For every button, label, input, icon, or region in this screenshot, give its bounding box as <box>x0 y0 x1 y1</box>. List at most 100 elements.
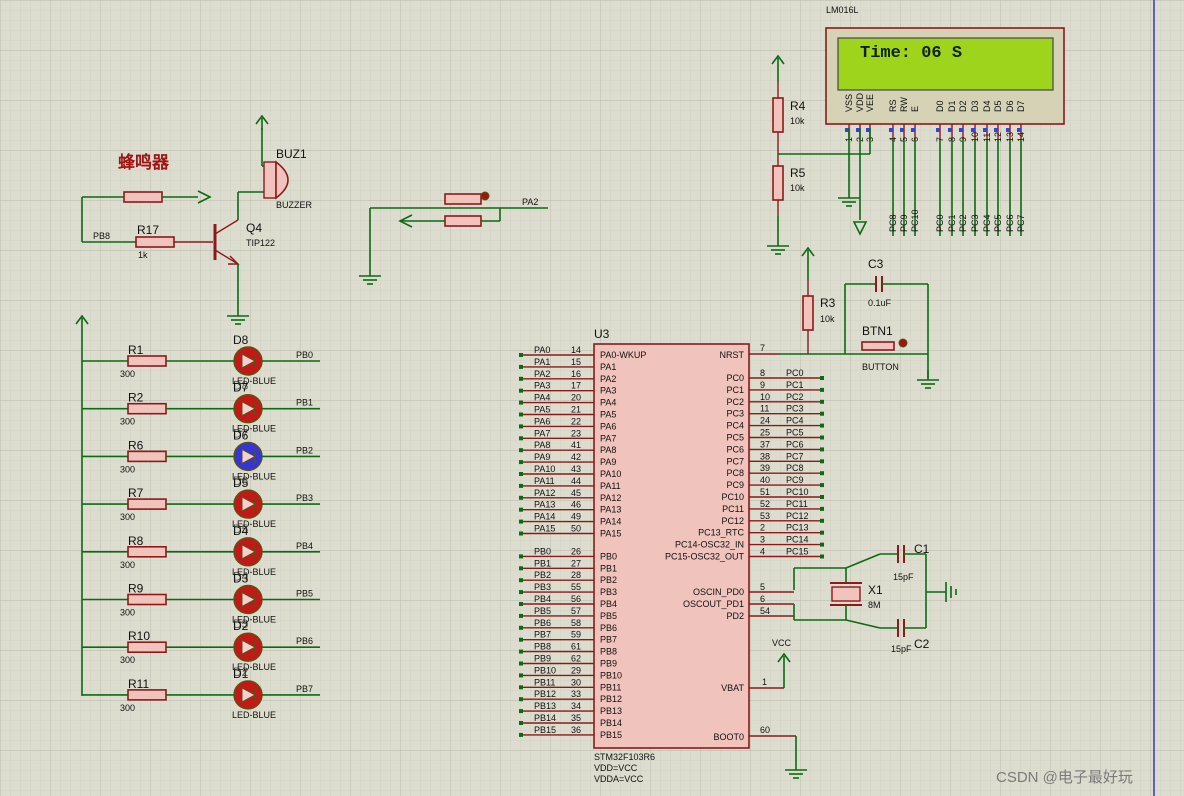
mcu-pin-net: PB7 <box>534 630 551 640</box>
buzzer-part: BUZZER <box>276 200 313 210</box>
r-buzzer-base <box>123 191 163 203</box>
lcd-pin-name: D5 <box>993 100 1003 112</box>
r3-resistor <box>802 295 814 331</box>
mcu-pin-net: PC8 <box>786 463 804 473</box>
resistor-r7 <box>127 498 167 510</box>
led-ref: D8 <box>233 333 249 347</box>
mcu-pin-num: 62 <box>571 654 581 664</box>
pin-end <box>820 483 824 488</box>
lcd-pin-name: VSS <box>844 94 854 112</box>
pin-end <box>519 661 523 666</box>
mcu-pin-name: PA15 <box>600 529 621 539</box>
mcu-pin-num: 15 <box>571 357 581 367</box>
mcu-pin-num: 36 <box>571 725 581 735</box>
lcd-pins: VSS1VDD2VEE3RS4RW5E6D07D18D29D310D411D51… <box>844 92 1026 236</box>
pin-end <box>519 436 523 441</box>
lcd-pin-num: 4 <box>888 137 898 142</box>
led-net-label: PB3 <box>296 493 313 503</box>
lcd-bias-wires <box>778 128 871 236</box>
lcd-net-label: PC5 <box>993 214 1003 232</box>
led-resistor-ref: R8 <box>128 534 144 548</box>
mcu-pin-num: 46 <box>571 500 581 510</box>
buzzer-section[interactable]: 蜂鸣器 PB8 R17 1k Q4 TIP122 BUZ1 BUZZER <box>81 115 313 325</box>
buzzer-caption: 蜂鸣器 <box>118 152 170 172</box>
pin-end <box>519 566 523 571</box>
led-ref-overlap: D5 <box>233 522 249 536</box>
mcu-pin-num: 30 <box>571 677 581 687</box>
mcu-pin-num: 43 <box>571 464 581 474</box>
led-bank[interactable]: R1300D8LED-BLUEPB0R2300D7LED-BLUED8PB1R6… <box>75 315 320 720</box>
mcu-pin-num: 49 <box>571 512 581 522</box>
mcu-pin-net: PB11 <box>534 677 555 687</box>
lcd-module[interactable]: LM016L Time: 06 S VSS1VDD2VEE3RS4RW5E6D0… <box>825 5 1065 236</box>
lcd-net-label: PC2 <box>958 214 968 232</box>
pa2-switch[interactable]: PA2 <box>358 191 548 285</box>
pin-end <box>519 472 523 476</box>
nrst-pin-num: 7 <box>760 343 765 353</box>
mcu-pin-num: 8 <box>760 368 765 378</box>
crystal-x1[interactable]: X1 8M C1 15pF C2 15pF <box>793 542 957 654</box>
mcu-pin-name: PA4 <box>600 398 616 408</box>
mcu-note-vdda: VDDA=VCC <box>594 774 644 784</box>
r5-ref: R5 <box>790 166 806 180</box>
pin-end <box>519 353 523 357</box>
c3-ref: C3 <box>868 257 884 271</box>
c1-value: 15pF <box>893 572 914 582</box>
r5-resistor[interactable]: R5 10k <box>766 148 806 255</box>
r17-resistor <box>135 236 175 248</box>
mcu-pin-num: 45 <box>571 488 581 498</box>
boot0-pin-name: BOOT0 <box>713 732 744 742</box>
mcu-body <box>593 343 750 749</box>
mcu-pin-net: PC6 <box>786 439 804 449</box>
pin-marker <box>866 128 870 132</box>
pin-end <box>519 364 523 369</box>
r4-resistor[interactable]: R4 10k <box>771 55 806 148</box>
mcu-pin-net: PC10 <box>786 487 809 497</box>
mcu-pin-net: PB8 <box>534 642 551 652</box>
mcu-pin-num: 44 <box>571 476 581 486</box>
mcu-pin-net: PC11 <box>786 499 808 509</box>
mcu-pin-name: PB2 <box>600 575 617 585</box>
led-arrow-icon <box>241 448 257 465</box>
led-ref: D7 <box>233 381 249 395</box>
led-resistor-ref: R2 <box>128 391 144 405</box>
mcu-pin-name: PC12 <box>721 516 744 526</box>
mcu-pin-name: PB3 <box>600 587 617 597</box>
led-part: LED-BLUE <box>232 519 276 529</box>
pin-marker <box>1017 128 1021 132</box>
mcu-pin-num: 57 <box>571 606 581 616</box>
led-part: LED-BLUE <box>232 615 276 625</box>
led-resistor-value: 300 <box>120 464 135 474</box>
mcu-pin-num: 9 <box>760 380 765 390</box>
mcu-pin-net: PA15 <box>534 524 555 534</box>
lcd-net-label: PC9 <box>899 214 909 232</box>
pin-end <box>519 625 523 630</box>
lcd-pin-name: D0 <box>935 100 945 112</box>
mcu-pin-num: 26 <box>571 546 581 556</box>
mcu-pin-num: 39 <box>760 463 770 473</box>
reset-network[interactable]: R3 10k C3 0.1uF BTN1 BUTTON <box>780 247 940 389</box>
mcu-pin-num: 3 <box>760 535 765 545</box>
mcu-ref: U3 <box>594 327 610 341</box>
vbat-pin-num: 1 <box>762 677 767 687</box>
mcu-pin-name: PA12 <box>600 493 621 503</box>
lcd-screen <box>837 37 1054 91</box>
mcu-pin-net: PB4 <box>534 594 551 604</box>
mcu-pin-name: PB1 <box>600 563 617 573</box>
vcc-label: VCC <box>772 638 792 648</box>
lcd-pin-name: VEE <box>865 94 875 112</box>
mcu-pin-net: PC12 <box>786 511 809 521</box>
vbat-pin-name: VBAT <box>721 683 744 693</box>
mcu-pin-num: 23 <box>571 428 581 438</box>
osc-pin-num: 5 <box>760 582 765 592</box>
